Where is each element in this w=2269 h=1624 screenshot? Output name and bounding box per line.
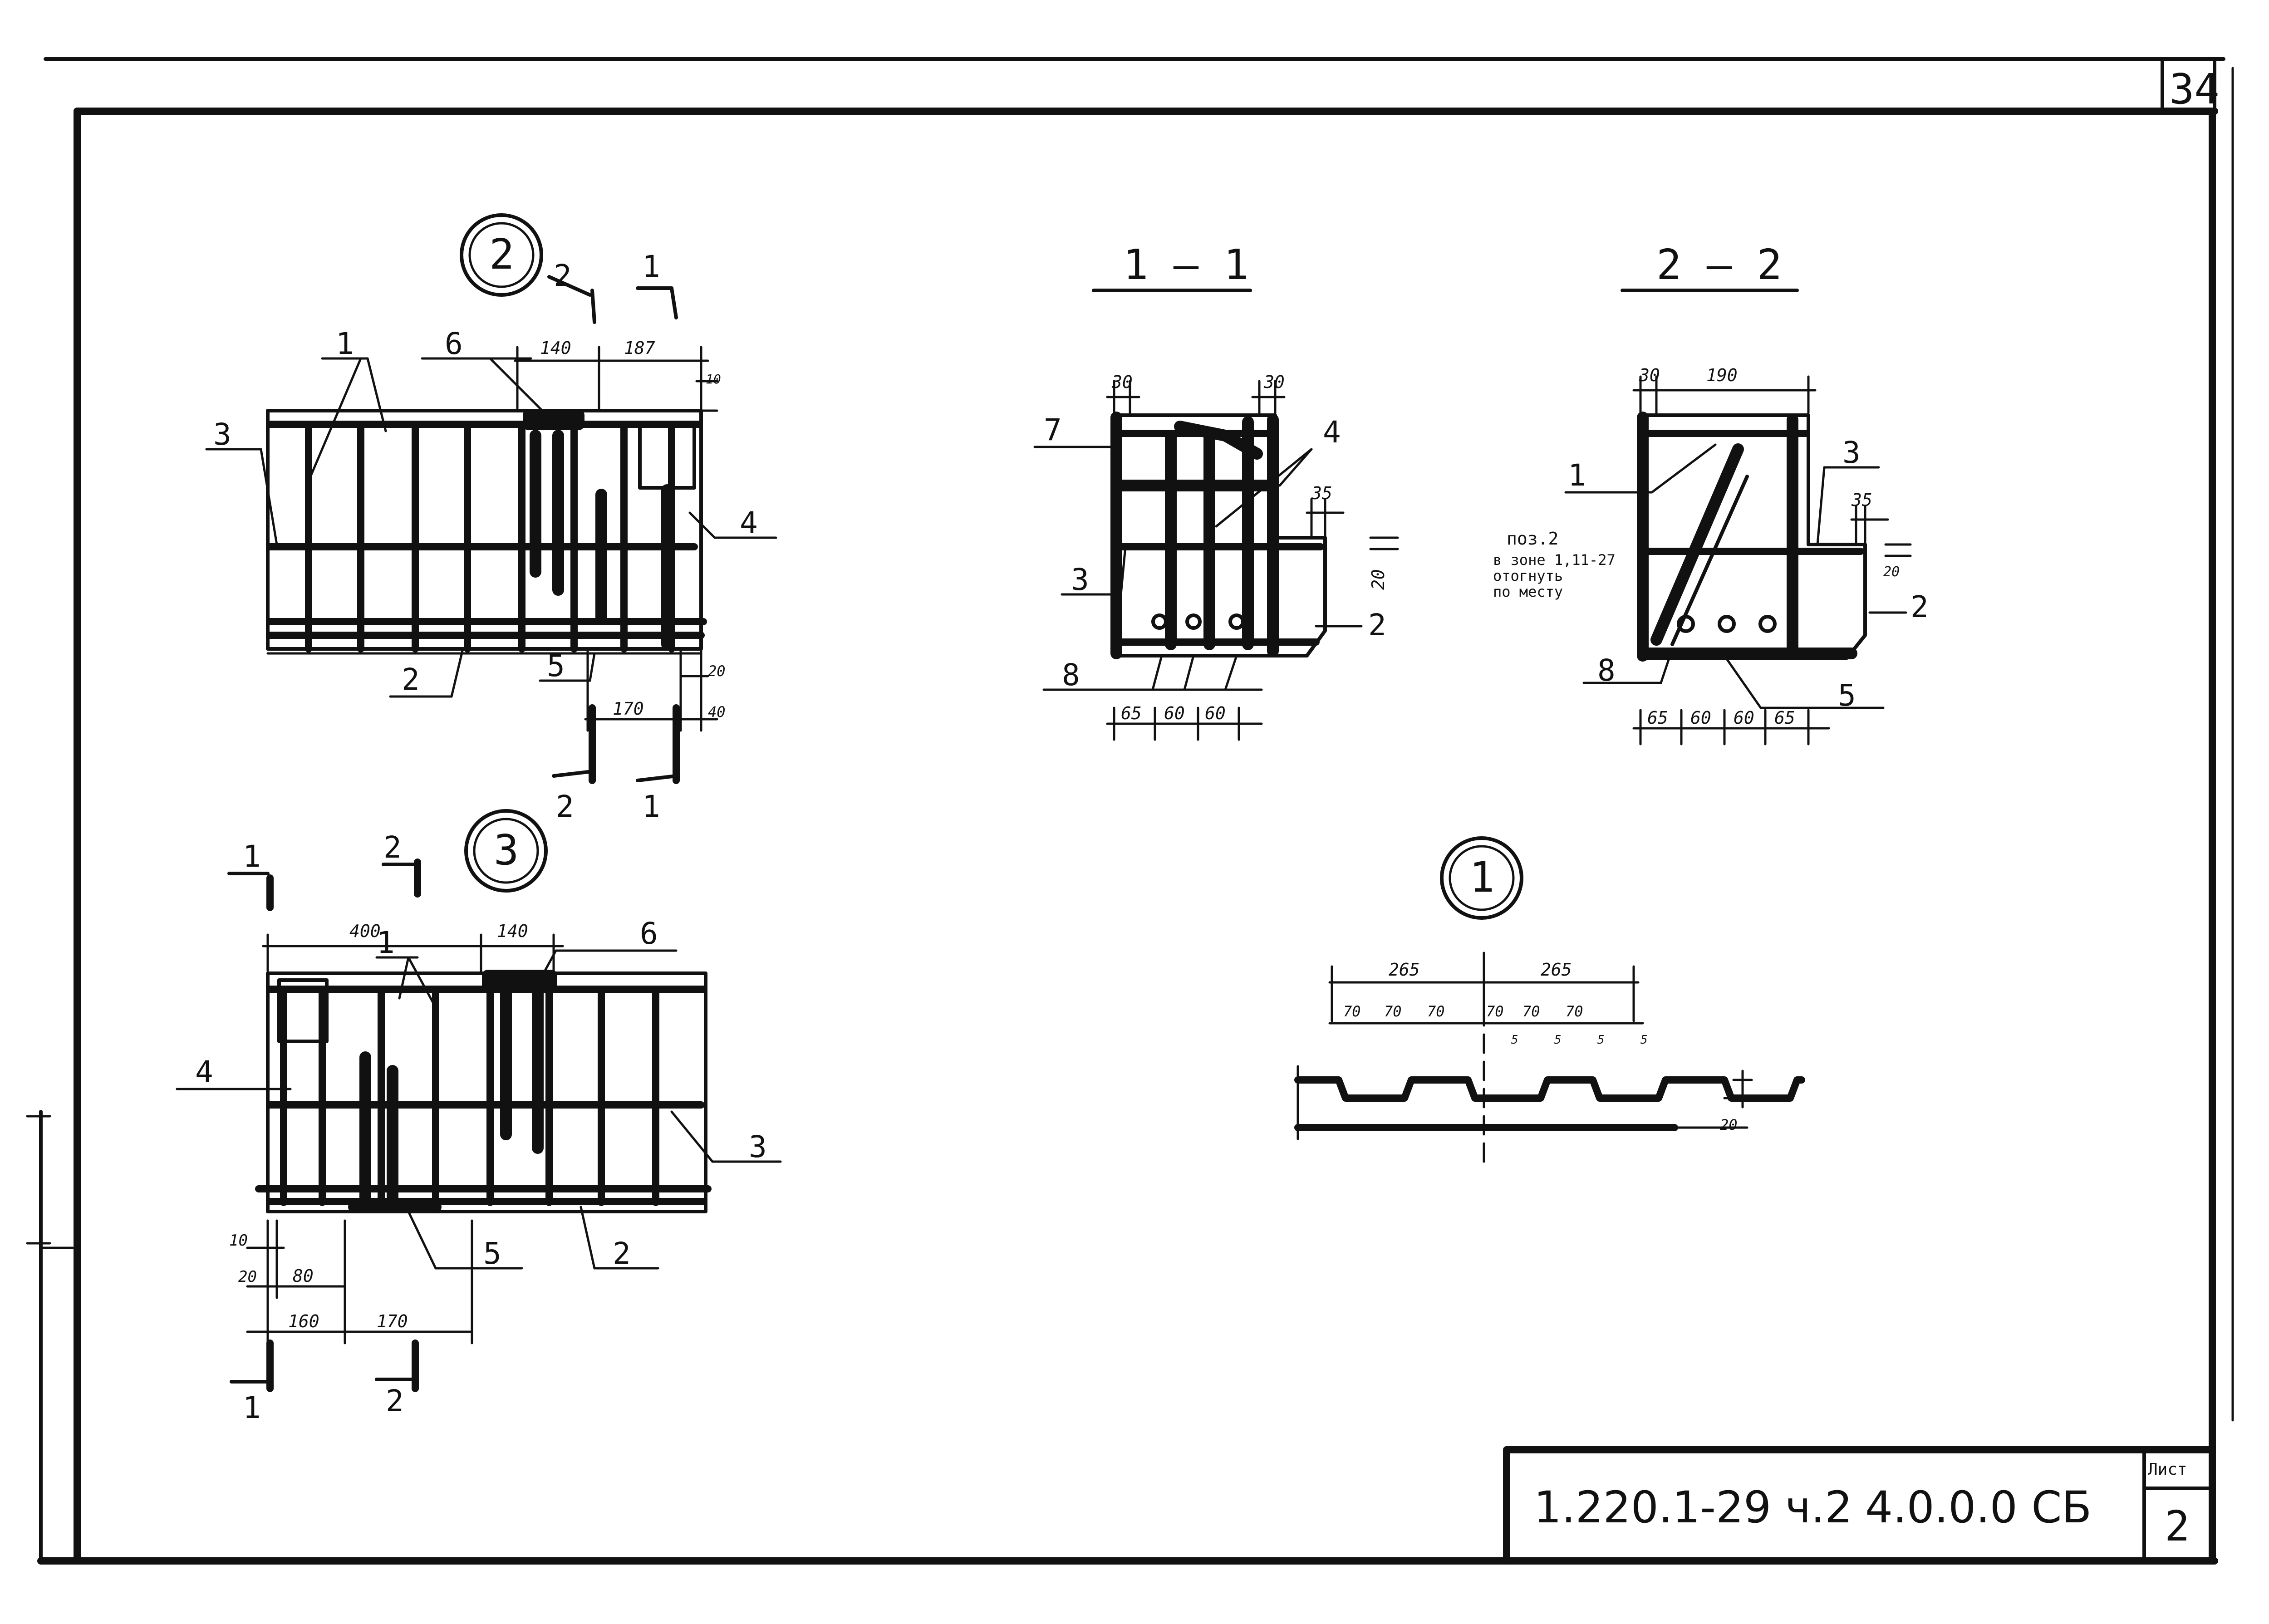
- section-1-1-dim-65: 65: [1121, 703, 1142, 723]
- detail-1-dim-5-d: 5: [1640, 1033, 1648, 1047]
- section-1-1-pos-2: 2: [1368, 608, 1386, 643]
- title-block: [1503, 1446, 2216, 1565]
- list-number: 2: [2165, 1502, 2190, 1550]
- detail-2-pos-5: 5: [547, 648, 565, 683]
- section-1-1-dim-20: 20: [1368, 569, 1388, 590]
- section-2-2-dim-190: 190: [1706, 365, 1738, 385]
- detail-3-dim-140: 140: [497, 921, 528, 941]
- detail-3-cut-bottom-left: 1: [243, 1390, 261, 1425]
- section-2-2-pos-3: 3: [1842, 435, 1861, 470]
- detail-1-dim-70-e: 70: [1522, 1003, 1540, 1020]
- detail-1-dim-70-c: 70: [1427, 1003, 1445, 1020]
- detail-1-drawing: [1294, 836, 1805, 1172]
- section-2-2-dim-60-a: 60: [1690, 708, 1711, 728]
- detail-1-dim-5-a: 5: [1511, 1033, 1518, 1047]
- section-2-2-dim-35: 35: [1851, 490, 1872, 510]
- section-2-2-dim-20: 20: [1883, 564, 1900, 580]
- section-1-1-dim-30-right: 30: [1263, 372, 1285, 392]
- section-2-2-pos-8: 8: [1597, 653, 1616, 688]
- detail-3-pos-5: 5: [483, 1236, 501, 1271]
- detail-1-dim-5-b: 5: [1554, 1033, 1562, 1047]
- section-2-2-note-line-3: отогнуть: [1493, 567, 1563, 584]
- detail-2-cut-bottom-left: 2: [556, 789, 574, 824]
- section-2-2-note-line-2: в зоне 1,11-27: [1493, 551, 1616, 569]
- detail-1-dim-265-right: 265: [1541, 960, 1572, 980]
- section-2-2-dim-60-b: 60: [1734, 708, 1754, 728]
- detail-1-dim-70-b: 70: [1384, 1003, 1402, 1020]
- section-2-2-dim-65-a: 65: [1647, 708, 1668, 728]
- detail-2-dim-140: 140: [540, 338, 571, 358]
- section-2-2-pos-1: 1: [1568, 458, 1586, 493]
- detail-3-pos-3: 3: [749, 1129, 767, 1164]
- detail-3-cut-bottom-right: 2: [386, 1384, 404, 1418]
- detail-3-dim-160: 160: [288, 1311, 319, 1331]
- section-1-1-pos-4: 4: [1323, 415, 1341, 450]
- detail-3-dim-10: 10: [229, 1231, 248, 1250]
- detail-1-dim-20: 20: [1720, 1116, 1738, 1133]
- section-1-1-dim-35: 35: [1311, 483, 1332, 503]
- section-1-1-dim-60-b: 60: [1205, 703, 1226, 723]
- section-1-1-drawing: [1033, 289, 1399, 741]
- detail-3-marker: 3: [494, 826, 519, 874]
- section-1-1-pos-3: 3: [1071, 562, 1089, 597]
- detail-1-dim-70-a: 70: [1343, 1003, 1361, 1020]
- section-2-2-pos-5: 5: [1838, 678, 1856, 713]
- detail-3-dim-170: 170: [377, 1311, 408, 1331]
- section-2-2-pos-2: 2: [1910, 589, 1929, 624]
- detail-2-cut-top-left: 2: [554, 258, 572, 293]
- detail-1-dim-70-f: 70: [1566, 1003, 1583, 1020]
- section-1-1-title: 1 — 1: [1123, 240, 1249, 289]
- page-number: 34: [2169, 65, 2220, 113]
- detail-2-cut-bottom-right: 1: [642, 789, 660, 824]
- detail-2-pos-6: 6: [445, 326, 463, 361]
- detail-3-cut-top-right: 2: [383, 830, 402, 865]
- detail-2-cut-top-right: 1: [642, 249, 660, 284]
- detail-2-dim-170: 170: [613, 699, 644, 719]
- detail-2-drawing: [205, 213, 777, 784]
- section-1-1-dim-30-left: 30: [1111, 372, 1133, 392]
- section-2-2-note-line-1: поз.2: [1507, 529, 1558, 549]
- section-2-2-drawing: [1564, 289, 1912, 746]
- detail-2-dim-20: 20: [708, 662, 726, 680]
- list-label: Лист: [2148, 1460, 2187, 1479]
- detail-2-pos-1: 1: [336, 326, 354, 361]
- section-1-1-pos-8: 8: [1062, 657, 1080, 692]
- detail-3-dim-80: 80: [293, 1266, 314, 1286]
- detail-3-pos-6: 6: [640, 916, 658, 951]
- detail-2-pos-2: 2: [402, 662, 420, 697]
- detail-1-dim-265-left: 265: [1389, 960, 1420, 980]
- section-2-2-dim-30: 30: [1639, 365, 1660, 385]
- section-1-1-pos-7: 7: [1044, 412, 1062, 447]
- section-2-2-note-line-4: по месту: [1493, 583, 1563, 600]
- detail-2-dim-187: 187: [624, 338, 655, 358]
- detail-2-marker: 2: [489, 230, 514, 279]
- detail-3-pos-2: 2: [613, 1236, 631, 1271]
- detail-1-dim-70-d: 70: [1486, 1003, 1504, 1020]
- detail-3-drawing: [176, 809, 782, 1392]
- detail-1-dim-5-c: 5: [1597, 1033, 1605, 1047]
- detail-1-marker: 1: [1469, 853, 1494, 902]
- detail-2-dim-40: 40: [708, 703, 726, 721]
- drawing-designation: 4.0.0.0 СБ: [1865, 1482, 2092, 1533]
- detail-3-pos-4: 4: [195, 1055, 213, 1089]
- detail-2-dim-10: 10: [706, 372, 721, 387]
- detail-3-dim-20: 20: [238, 1268, 257, 1286]
- section-2-2-title: 2 — 2: [1656, 240, 1782, 289]
- section-2-2-dim-65-b: 65: [1774, 708, 1795, 728]
- detail-2-pos-4: 4: [740, 505, 758, 540]
- detail-2-pos-3: 3: [213, 417, 231, 452]
- section-1-1-dim-60-a: 60: [1164, 703, 1185, 723]
- detail-3-cut-top-left: 1: [243, 839, 261, 874]
- detail-3-pos-1: 1: [377, 925, 395, 960]
- detail-3-dim-400: 400: [349, 921, 381, 941]
- drawing-code: 1.220.1-29 ч.2: [1534, 1482, 1852, 1533]
